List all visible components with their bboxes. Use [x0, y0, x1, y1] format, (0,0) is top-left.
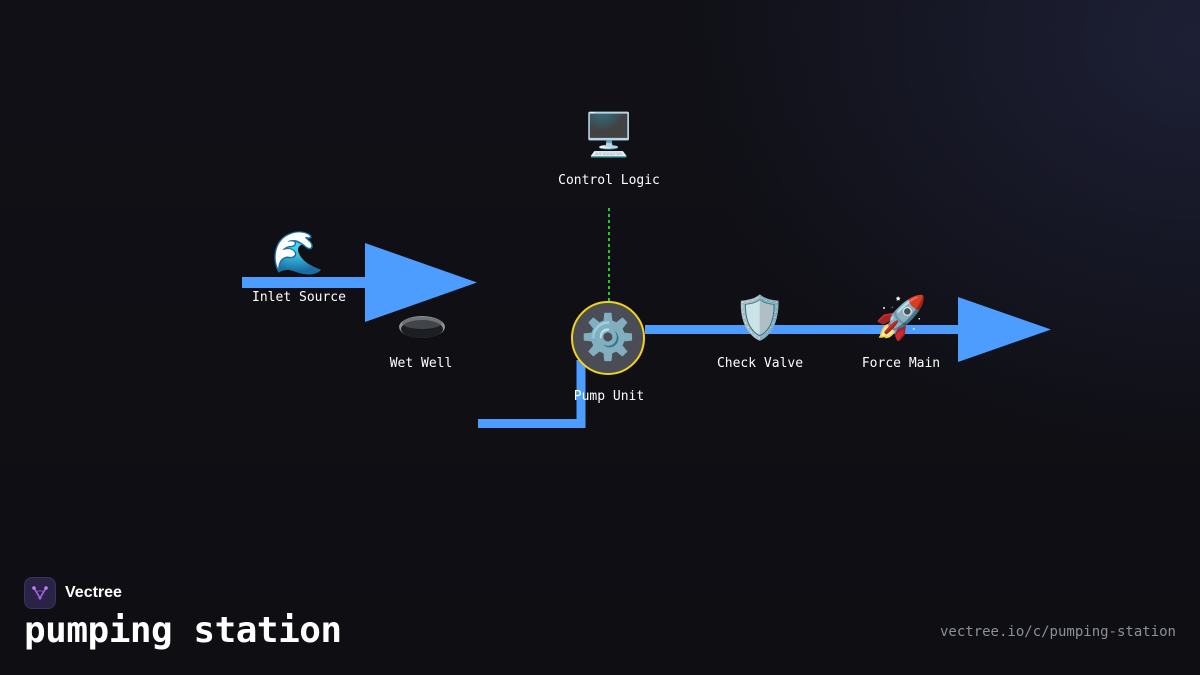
edge-pump-to-force-main — [645, 325, 961, 334]
arrowhead-force-main — [958, 297, 1051, 362]
node-label-pump-unit: Pump Unit — [573, 389, 645, 404]
shield-icon: 🛡️ — [733, 293, 787, 342]
source-url-link[interactable]: vectree.io/c/pumping-station — [939, 624, 1176, 640]
node-label-inlet-source: Inlet Source — [252, 290, 346, 305]
edge-inlet-to-wet-well — [242, 277, 368, 288]
hole-icon — [399, 316, 445, 338]
pump-unit-node: ⚙️ — [571, 301, 645, 375]
vectree-logo-icon — [24, 577, 56, 609]
rocket-icon: 🚀 — [874, 293, 928, 342]
node-label-force-main: Force Main — [861, 356, 941, 371]
node-label-check-valve: Check Valve — [716, 356, 804, 371]
node-label-wet-well: Wet Well — [389, 356, 453, 371]
page-title: pumping station — [24, 610, 342, 651]
node-label-control-logic: Control Logic — [558, 173, 660, 188]
edge-wet-well-to-pump — [478, 360, 586, 428]
brand-name: Vectree — [65, 584, 122, 601]
arrowhead-inlet-to-wet-well — [365, 243, 477, 322]
gear-icon: ⚙️ — [580, 312, 636, 363]
wave-icon: 🌊 — [271, 228, 325, 277]
desktop-computer-icon: 🖥️ — [582, 110, 636, 159]
brand: Vectree — [24, 577, 122, 609]
